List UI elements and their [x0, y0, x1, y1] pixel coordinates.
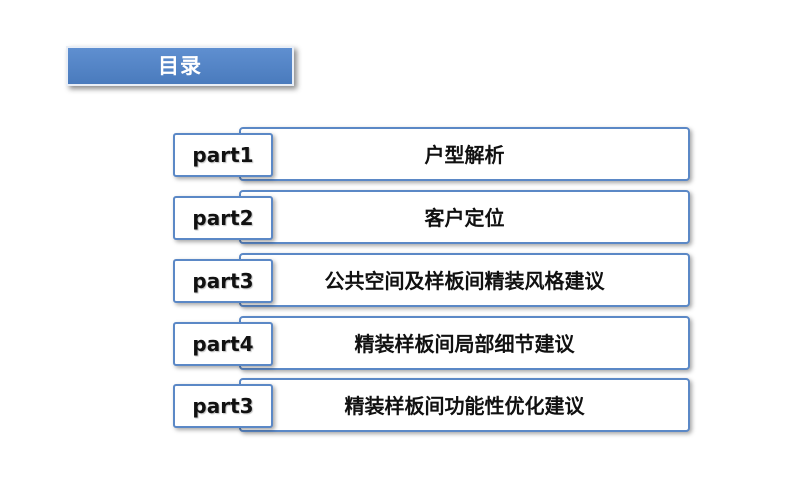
toc-title-banner: 目录 [66, 46, 294, 86]
part-label: part3 [192, 394, 254, 418]
part-badge: part3 [173, 259, 273, 303]
toc-item-bar: 客户定位 [239, 190, 690, 244]
part-label: part4 [192, 332, 254, 356]
toc-item-bar: 公共空间及样板间精装风格建议 [239, 253, 690, 307]
part-label: part3 [192, 269, 254, 293]
part-label: part2 [192, 206, 254, 230]
toc-item-label: 户型解析 [424, 143, 505, 167]
part-badge: part4 [173, 322, 273, 366]
toc-item[interactable]: 精装样板间功能性优化建议 part3 [173, 378, 690, 432]
toc-item[interactable]: 公共空间及样板间精装风格建议 part3 [173, 253, 690, 307]
toc-item-label: 客户定位 [424, 206, 505, 230]
part-badge: part3 [173, 384, 273, 428]
toc-item-label: 精装样板间功能性优化建议 [344, 394, 585, 418]
toc-item[interactable]: 精装样板间局部细节建议 part4 [173, 316, 690, 370]
toc-item-bar: 精装样板间功能性优化建议 [239, 378, 690, 432]
toc-item-label: 公共空间及样板间精装风格建议 [324, 269, 605, 293]
toc-item-label: 精装样板间局部细节建议 [354, 332, 575, 356]
part-badge: part1 [173, 133, 273, 177]
toc-item[interactable]: 客户定位 part2 [173, 190, 690, 244]
toc-item[interactable]: 户型解析 part1 [173, 127, 690, 181]
toc-title: 目录 [158, 54, 202, 78]
toc-item-bar: 精装样板间局部细节建议 [239, 316, 690, 370]
toc-item-bar: 户型解析 [239, 127, 690, 181]
part-badge: part2 [173, 196, 273, 240]
part-label: part1 [192, 143, 254, 167]
